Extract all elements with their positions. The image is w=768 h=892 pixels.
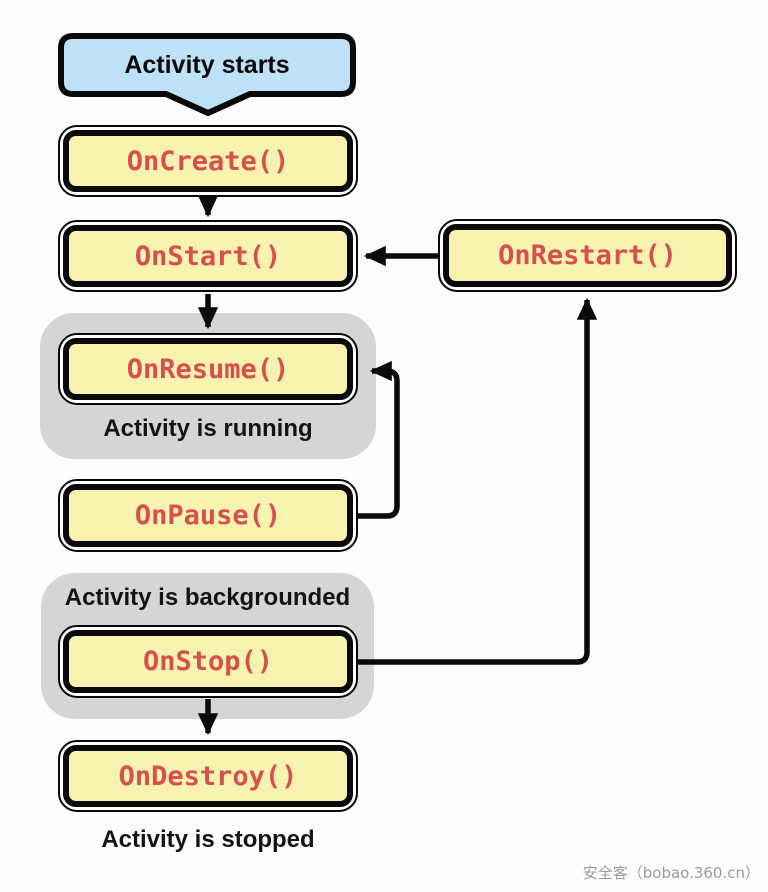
node-onpause-inner: OnPause() <box>63 484 353 547</box>
caption-activity-backgrounded: Activity is backgrounded <box>64 584 351 611</box>
node-onstop: OnStop() <box>58 625 358 698</box>
watermark-text: 安全客（bobao.360.cn） <box>582 864 760 882</box>
start-bubble-text: Activity starts <box>124 50 290 79</box>
node-onpause-label: OnPause() <box>134 500 282 531</box>
node-onresume-inner: OnResume() <box>63 338 353 400</box>
start-bubble-label: Activity starts <box>61 36 353 94</box>
node-ondestroy-inner: OnDestroy() <box>63 745 353 807</box>
node-onstart: OnStart() <box>58 220 358 292</box>
node-onrestart-label: OnRestart() <box>498 240 677 271</box>
edge-onpause-to-onresume <box>358 360 400 519</box>
edge-onstop-to-onrestart <box>358 297 598 665</box>
node-onstop-label: OnStop() <box>142 646 274 677</box>
node-onresume-label: OnResume() <box>126 353 290 385</box>
node-ondestroy-label: OnDestroy() <box>118 760 298 792</box>
node-onstop-inner: OnStop() <box>63 630 353 693</box>
node-onrestart: OnRestart() <box>438 219 737 292</box>
start-bubble-shape <box>58 33 356 116</box>
caption-activity-running: Activity is running <box>103 415 313 442</box>
node-onpause: OnPause() <box>58 479 358 552</box>
node-onstart-label: OnStart() <box>134 240 282 272</box>
node-onresume: OnResume() <box>58 333 358 405</box>
node-onstart-inner: OnStart() <box>63 225 353 287</box>
node-onrestart-inner: OnRestart() <box>443 224 732 287</box>
node-oncreate-inner: OnCreate() <box>63 130 353 192</box>
node-oncreate: OnCreate() <box>58 125 358 197</box>
node-ondestroy: OnDestroy() <box>58 740 358 812</box>
node-oncreate-label: OnCreate() <box>126 145 290 177</box>
caption-activity-stopped: Activity is stopped <box>101 826 315 853</box>
